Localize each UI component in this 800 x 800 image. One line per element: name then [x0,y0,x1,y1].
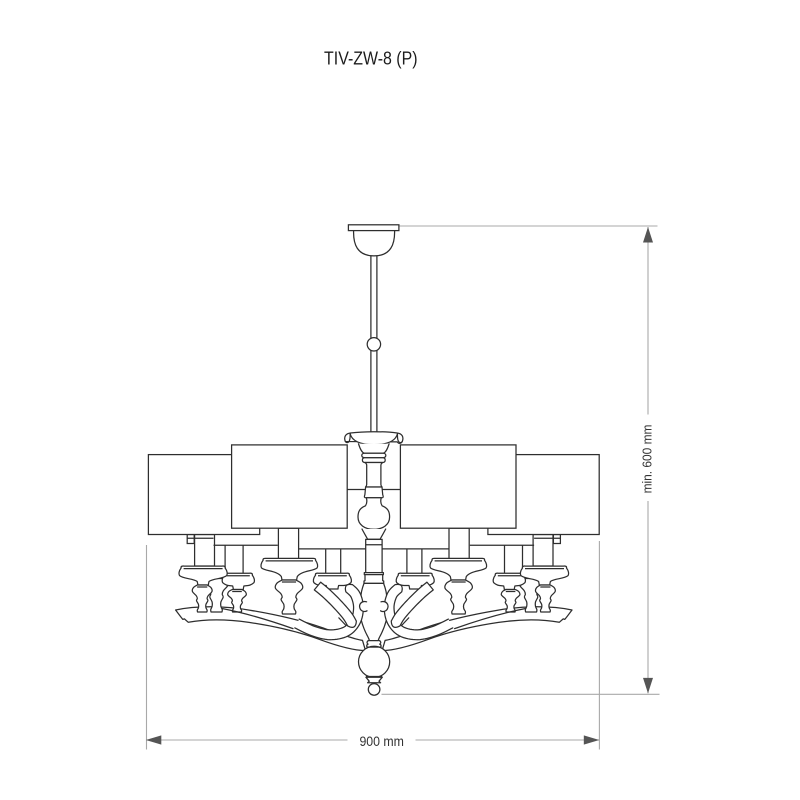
svg-text:min. 600 mm: min. 600 mm [640,425,655,494]
svg-text:900 mm: 900 mm [359,733,404,749]
svg-text:TIV-ZW-8 (P): TIV-ZW-8 (P) [324,47,418,68]
